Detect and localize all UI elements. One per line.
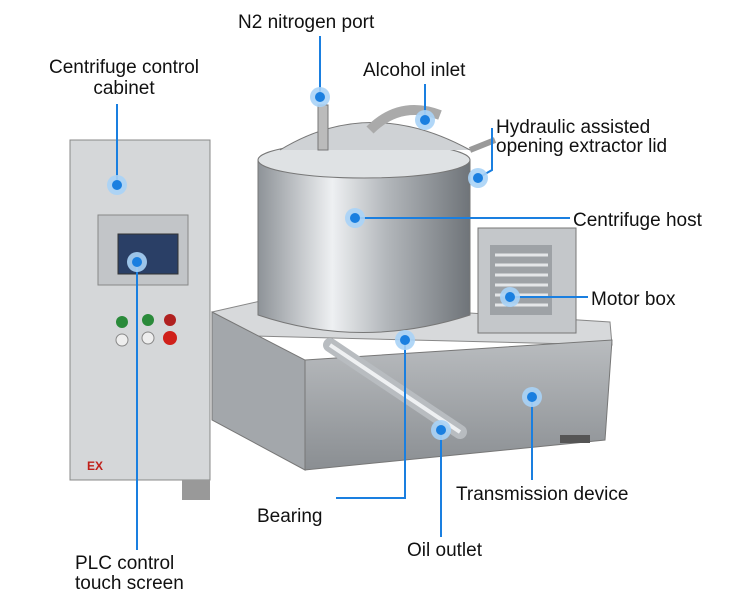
label-line: PLC control <box>75 553 175 574</box>
marker-dots <box>107 87 542 440</box>
label-n2-port: N2 nitrogen port <box>238 12 375 33</box>
label-transmission-device: Transmission device <box>456 484 629 505</box>
label-motor-box: Motor box <box>591 289 676 310</box>
label-centrifuge-host: Centrifuge host <box>573 210 702 231</box>
control-cabinet: EX <box>69 139 211 500</box>
label-line: Centrifuge control <box>49 57 199 78</box>
oil-outlet-pipe <box>323 338 467 439</box>
label-line: touch screen <box>75 573 184 594</box>
motor-box-shape <box>477 227 577 334</box>
label-extractor-lid: Hydraulic assisted opening extractor lid <box>496 118 667 156</box>
label-control-cabinet: Centrifuge control cabinet <box>30 57 218 99</box>
label-line: cabinet <box>93 78 155 99</box>
centrifuge-drum <box>257 104 497 333</box>
label-alcohol-inlet: Alcohol inlet <box>363 60 466 81</box>
label-plc-screen: PLC control touch screen <box>75 554 184 594</box>
label-oil-outlet: Oil outlet <box>407 540 482 561</box>
label-bearing: Bearing <box>257 506 323 527</box>
leader-lines <box>116 36 588 550</box>
label-line: opening extractor lid <box>496 136 668 157</box>
label-line: Hydraulic assisted <box>496 117 651 138</box>
ex-mark: EX <box>87 459 103 473</box>
